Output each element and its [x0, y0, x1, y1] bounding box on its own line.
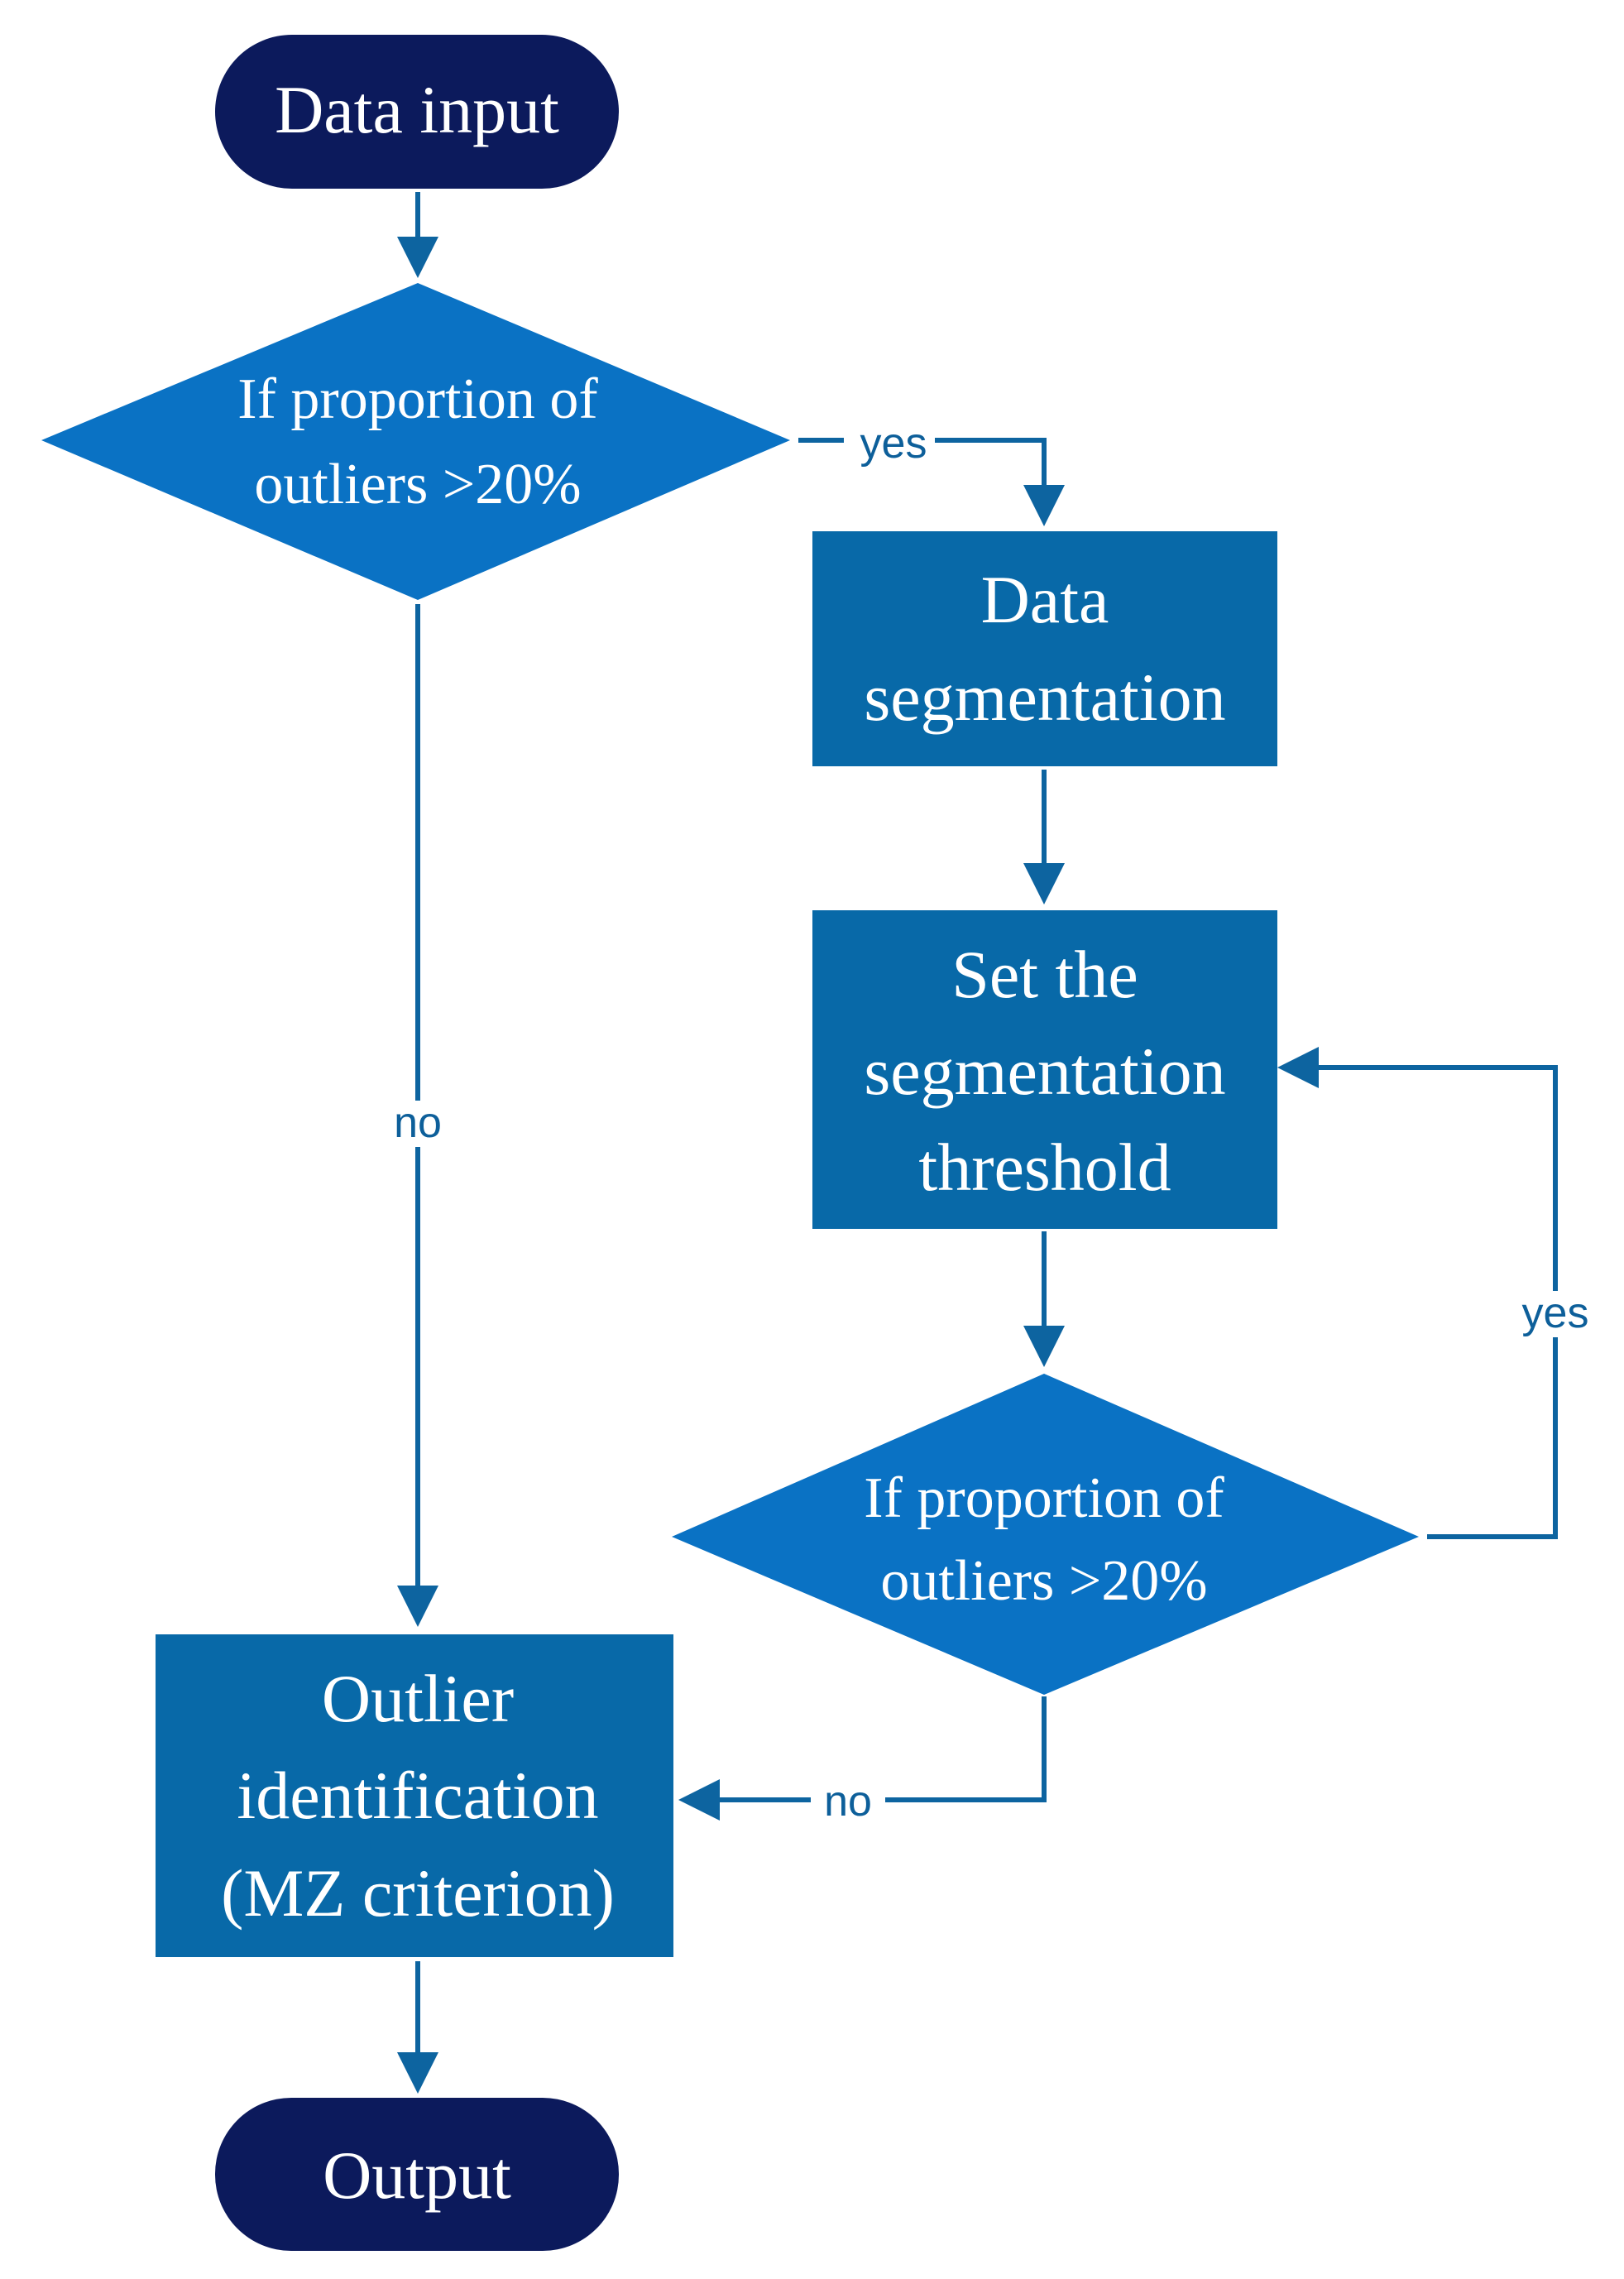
terminal-shape	[215, 35, 619, 189]
edge-label-decision1-no: no	[394, 1099, 442, 1147]
decision2-label-line2: outliers >20%	[880, 1549, 1207, 1613]
arrowhead	[1023, 863, 1065, 904]
label-background	[811, 1779, 885, 1824]
identification-label-line2: identification	[237, 1758, 598, 1833]
decision1-label-line1: If proportion of	[237, 367, 598, 431]
threshold-label-line1: Set the	[951, 937, 1138, 1012]
process-shape	[812, 531, 1277, 766]
decision-shape	[672, 1374, 1419, 1695]
arrowhead	[397, 1586, 438, 1627]
start-label: Data input	[275, 72, 559, 147]
threshold-label-line3: threshold	[918, 1130, 1171, 1205]
arrowhead	[1277, 1047, 1319, 1088]
edge-label-decision1-yes: yes	[860, 420, 927, 468]
segmentation-label-line2: segmentation	[864, 660, 1225, 735]
start-node: Data input	[215, 35, 619, 189]
arrowhead	[1023, 485, 1065, 526]
label-background	[376, 1101, 459, 1147]
decision2-label-line1: If proportion of	[864, 1466, 1224, 1530]
identification-label-line3: (MZ criterion)	[221, 1855, 615, 1931]
process-shape	[812, 910, 1277, 1229]
edge-label-decision2-yes: yes	[1522, 1289, 1589, 1337]
end-node: Output	[215, 2098, 619, 2251]
arrowhead	[397, 237, 438, 278]
arrowhead	[397, 2052, 438, 2094]
label-background	[844, 418, 935, 463]
process-shape	[156, 1634, 673, 1957]
decision1-label-line2: outliers >20%	[254, 453, 581, 516]
threshold-label-line2: segmentation	[864, 1034, 1225, 1109]
identification-node: Outlier identification (MZ criterion)	[156, 1634, 673, 1957]
arrowhead	[678, 1779, 720, 1821]
terminal-shape	[215, 2098, 619, 2251]
end-label: Output	[323, 2137, 511, 2213]
decision2-node: If proportion of outliers >20%	[672, 1374, 1419, 1695]
segmentation-node: Data segmentation	[812, 531, 1277, 766]
label-background	[1506, 1291, 1605, 1337]
decision1-node: If proportion of outliers >20%	[41, 283, 790, 600]
decision-shape	[41, 283, 790, 600]
edge-labels: yes no yes no	[376, 418, 1605, 1826]
segmentation-label-line1: Data	[981, 562, 1109, 637]
identification-label-line1: Outlier	[322, 1661, 514, 1736]
threshold-node: Set the segmentation threshold	[812, 910, 1277, 1229]
edge-label-decision2-no: no	[824, 1778, 872, 1826]
arrowhead	[1023, 1326, 1065, 1367]
